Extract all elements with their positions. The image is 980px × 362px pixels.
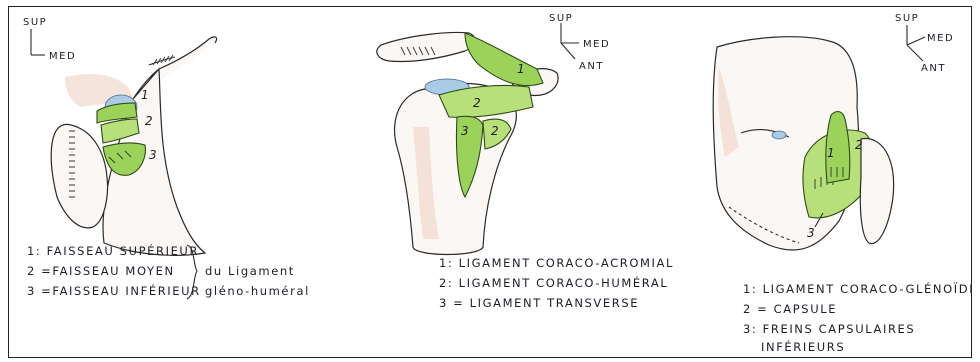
label-2: 2 bbox=[145, 114, 153, 128]
orient-med-label: MED bbox=[927, 33, 954, 44]
legend-panel-2: 1: LIGAMENT CORACO-ACROMIAL 2: LIGAMENT … bbox=[439, 256, 674, 310]
humeral-head bbox=[51, 124, 107, 227]
anatomy-drawing: SUP MED 1 2 3 1: FAISSEAU SUPÉRIEUR 2 =F… bbox=[9, 7, 971, 357]
legend-line: 1: FAISSEAU SUPÉRIEUR bbox=[27, 243, 199, 258]
label-3: 3 bbox=[461, 124, 469, 138]
label-2: 2 bbox=[473, 96, 481, 110]
legend-line: 2 = CAPSULE bbox=[743, 302, 837, 316]
orientation-marker-1: SUP MED bbox=[23, 17, 76, 62]
label-3: 3 bbox=[807, 226, 815, 240]
brace-label: gléno-huméral bbox=[205, 284, 310, 298]
legend-panel-3: 1: LIGAMENT CORACO-GLÉNOÏDIEN 2 = CAPSUL… bbox=[743, 281, 971, 354]
legend-line: 3 =FAISSEAU INFÉRIEUR bbox=[27, 283, 201, 298]
label-2: 2 bbox=[855, 138, 863, 152]
orient-sup-label: SUP bbox=[549, 13, 573, 24]
orient-ant-label: ANT bbox=[921, 63, 946, 74]
legend-line: 1: LIGAMENT CORACO-GLÉNOÏDIEN bbox=[743, 281, 971, 296]
label-2-lower: 2 bbox=[491, 124, 499, 138]
label-3: 3 bbox=[149, 148, 157, 162]
orientation-marker-3: SUP MED ANT bbox=[895, 13, 954, 74]
label-1: 1 bbox=[141, 88, 149, 102]
label-1: 1 bbox=[827, 146, 835, 160]
orient-med-label: MED bbox=[49, 51, 76, 62]
legend-line: INFÉRIEURS bbox=[761, 339, 845, 354]
legend-line: 3: FREINS CAPSULAIRES bbox=[743, 322, 915, 336]
panel-3-coracoglenoid: SUP MED ANT 1 2 3 1: LIGAMENT CORACO-GLÉ… bbox=[713, 13, 971, 354]
legend-panel-1: 1: FAISSEAU SUPÉRIEUR 2 =FAISSEAU MOYEN … bbox=[27, 243, 310, 299]
acromion bbox=[377, 33, 475, 62]
orient-med-label: MED bbox=[583, 39, 610, 50]
label-1: 1 bbox=[517, 62, 525, 76]
orientation-marker-2: SUP MED ANT bbox=[549, 13, 610, 72]
orient-sup-label: SUP bbox=[895, 13, 919, 24]
legend-line: 1: LIGAMENT CORACO-ACROMIAL bbox=[439, 256, 674, 270]
orient-ant-label: ANT bbox=[579, 61, 604, 72]
coracoacromial-ligament bbox=[465, 33, 543, 86]
legend-line: 3 = LIGAMENT TRANSVERSE bbox=[439, 296, 639, 310]
diagram-frame: SUP MED 1 2 3 1: FAISSEAU SUPÉRIEUR 2 =F… bbox=[8, 6, 972, 358]
notch-cartilage bbox=[772, 131, 786, 139]
orient-sup-label: SUP bbox=[23, 17, 47, 28]
brace-label: du Ligament bbox=[205, 264, 295, 278]
humeral-head bbox=[860, 139, 893, 244]
panel-2-coracoacromial: SUP MED ANT 1 2 3 2 1: LIGAMENT CORACO-A… bbox=[377, 13, 674, 310]
legend-line: 2 =FAISSEAU MOYEN bbox=[27, 264, 175, 278]
legend-line: 2: LIGAMENT CORACO-HUMÉRAL bbox=[439, 275, 668, 290]
panel-1-glenohumeral: SUP MED 1 2 3 1: FAISSEAU SUPÉRIEUR 2 =F… bbox=[23, 17, 310, 299]
